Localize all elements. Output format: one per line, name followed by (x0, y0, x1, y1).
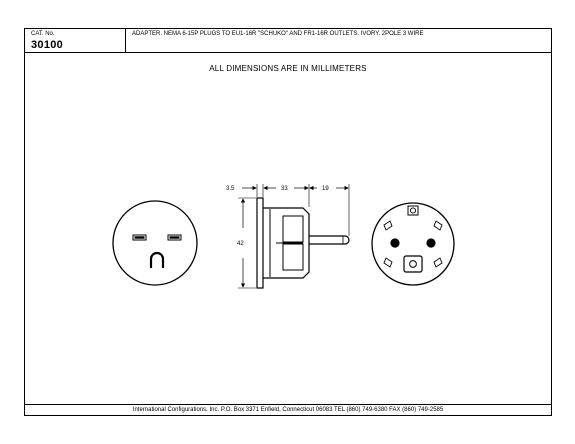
right-blade (169, 236, 180, 239)
ground-pin (149, 251, 165, 268)
upper-contact-recess (282, 215, 304, 243)
left-blade-slot (132, 234, 147, 241)
description-cell: ADAPTER. NEMA 6-15P PLUGS TO EU1-16R "SC… (126, 29, 551, 53)
left-blade (134, 236, 145, 239)
side-view: 3.5 33 19 42 (226, 184, 350, 289)
rear-view-schuko-face (371, 202, 455, 286)
product-description: ADAPTER. NEMA 6-15P PLUGS TO EU1-16R "SC… (132, 31, 424, 37)
company-footer: International Configurations, Inc. P.O. … (25, 404, 551, 415)
dim-19-mask (320, 184, 333, 192)
lower-contact-recess (282, 243, 304, 271)
flange (256, 197, 264, 289)
top-ground-ring (409, 207, 417, 214)
dimension-lines (240, 185, 349, 288)
cat-label: CAT. No. (31, 31, 55, 37)
dim-flange-label: 3.5 (226, 186, 235, 192)
extension-lines (238, 184, 350, 289)
rear-outline (371, 202, 455, 286)
adapter-body (263, 207, 310, 279)
cat-number: 30100 (31, 39, 64, 51)
dim-33-mask (279, 184, 293, 192)
front-outline (112, 200, 198, 286)
dim-pins-label: 19 (322, 186, 329, 192)
right-lower-notch (433, 257, 443, 268)
right-socket-hole (426, 238, 436, 248)
right-blade-slot (167, 234, 182, 241)
dim-42-mask (236, 236, 250, 250)
left-lower-notch (383, 257, 393, 268)
dim-body-label: 33 (281, 186, 288, 192)
drawing-sheet: CAT. No. 30100 ADAPTER. NEMA 6-15P PLUGS… (24, 28, 552, 416)
french-earth-pin-housing (403, 255, 423, 273)
dim-height-label: 42 (237, 241, 244, 247)
left-socket-hole (390, 238, 400, 248)
top-ground-contact (407, 205, 419, 216)
dimensions-note: ALL DIMENSIONS ARE IN MILLIMETERS (209, 64, 367, 73)
right-clip-notch (433, 220, 443, 231)
catalog-cell: CAT. No. 30100 (25, 29, 126, 53)
front-view-nema-face (112, 200, 198, 286)
french-earth-pin (409, 260, 417, 268)
schuko-pin (309, 235, 350, 245)
left-clip-notch (383, 220, 393, 231)
